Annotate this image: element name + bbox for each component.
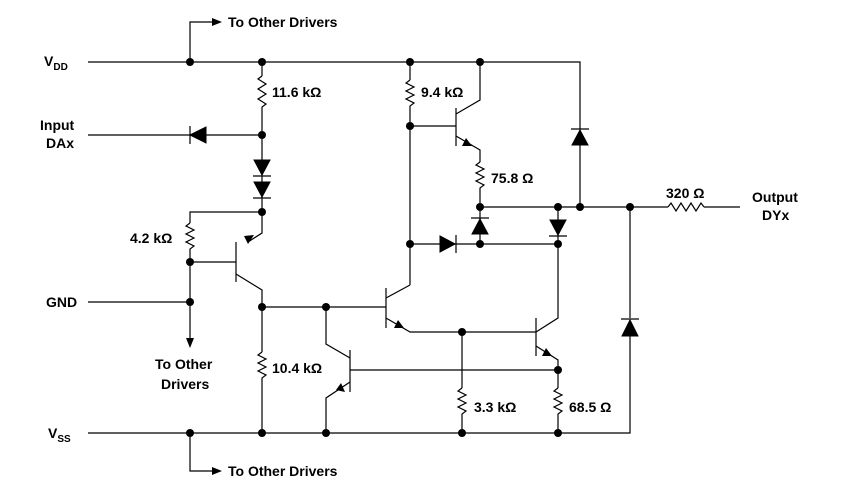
label-r-9-4k: 9.4 kΩ	[421, 84, 463, 100]
q4-emitter-arrow	[462, 138, 472, 146]
q1-emitter-arrow	[244, 235, 254, 244]
resistor-10-4k	[256, 351, 268, 382]
q3-emitter-arrow	[394, 320, 404, 328]
label-r-10-4k: 10.4 kΩ	[272, 360, 322, 376]
label-r-68-5: 68.5 Ω	[569, 399, 611, 415]
vss-clamp-diode	[621, 318, 639, 337]
middle-diode	[471, 217, 489, 235]
vdd-clamp-diode	[571, 128, 589, 146]
to-other-drivers-top: To Other Drivers	[228, 14, 338, 30]
series-diode-1	[253, 159, 271, 177]
input-diode	[188, 126, 207, 144]
series-diode-2	[253, 181, 271, 199]
resistor-3-3k	[456, 387, 468, 418]
resistor-11-6k	[256, 75, 268, 111]
wires	[88, 21, 740, 472]
gnd-label: GND	[46, 294, 77, 310]
label-r-320: 320 Ω	[666, 185, 704, 201]
resistor-68-5	[552, 387, 564, 418]
to-other-drivers-mid-line1: To Other	[155, 356, 213, 372]
resistor-9-4k	[404, 79, 416, 108]
diodes	[188, 126, 639, 337]
junctions	[186, 58, 634, 437]
resistor-4-2k	[184, 222, 196, 252]
arrow-gnd-down	[186, 338, 194, 348]
resistor-75-8	[474, 161, 486, 192]
q2-emitter-arrow	[336, 383, 345, 392]
label-r-75-8: 75.8 Ω	[491, 170, 533, 186]
label-r-4-2k: 4.2 kΩ	[130, 230, 172, 246]
output-diode	[549, 219, 567, 237]
label-r-3-3k: 3.3 kΩ	[474, 399, 516, 415]
output-label-line2: DYx	[762, 207, 789, 223]
input-label-line1: Input	[40, 117, 75, 133]
resistors	[184, 75, 705, 418]
to-other-drivers-mid-line2: Drivers	[161, 376, 209, 392]
resistor-320	[667, 201, 705, 213]
arrow-top-right	[212, 18, 222, 26]
arrows	[186, 18, 552, 475]
q5-emitter-arrow	[542, 348, 552, 356]
labels: VDD VSS Input DAx GND Output DYx To Othe…	[40, 14, 798, 479]
vdd-label: VDD	[44, 53, 68, 73]
arrow-bottom-right	[212, 467, 222, 475]
label-r-11-6k: 11.6 kΩ	[272, 84, 321, 100]
horizontal-diode	[439, 235, 457, 253]
input-label-line2: DAx	[46, 135, 74, 151]
to-other-drivers-bottom: To Other Drivers	[228, 463, 338, 479]
vss-label: VSS	[48, 425, 71, 445]
output-label-line1: Output	[752, 189, 798, 205]
